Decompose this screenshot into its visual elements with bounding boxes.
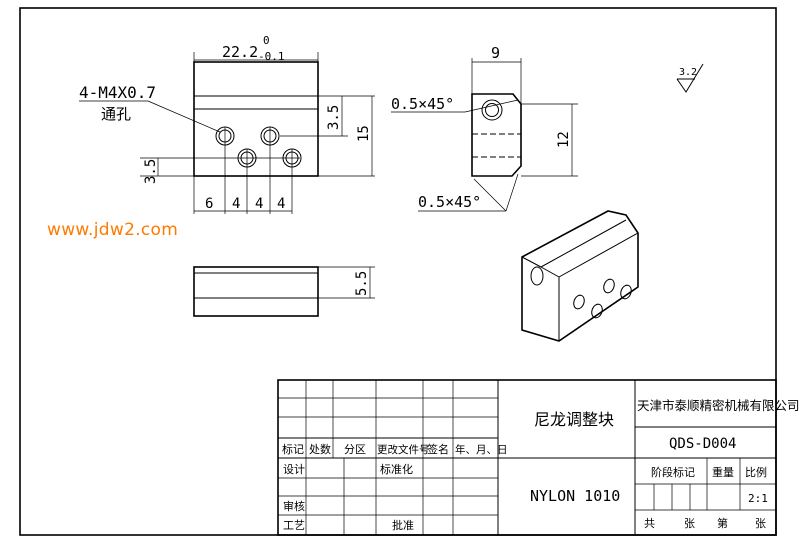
label-sheet-no: 第	[717, 516, 728, 530]
label-review: 审核	[283, 499, 305, 513]
side-view: 9 12 0.5×45° 0.5×45°	[391, 44, 578, 212]
front-view-outline	[193, 61, 319, 177]
label-approve: 批准	[392, 518, 414, 532]
dim-hole-offset: 3.5	[326, 105, 342, 130]
dim-h1: 6	[205, 196, 213, 212]
label-process: 工艺	[283, 519, 305, 532]
watermark-text: www.jdw2.com	[47, 220, 179, 240]
roughness-symbol: 3.2	[676, 63, 704, 93]
hdr-date: 年、月、日	[455, 443, 508, 456]
chamfer-bottom: 0.5×45°	[418, 193, 481, 211]
roughness-value: 3.2	[679, 67, 697, 78]
isometric-view	[521, 210, 639, 342]
dim-top: 9	[491, 44, 500, 62]
label-sheet-unit-2: 张	[755, 517, 766, 530]
material: NYLON 1010	[530, 487, 620, 505]
drawing-number: QDS-D004	[669, 436, 736, 452]
title-block: 标记 处数 分区 更改文件号 签名 年、月、日 设计 标准化 审核 工艺 批准 …	[277, 379, 800, 536]
chamfer-top: 0.5×45°	[391, 95, 454, 113]
thread-callout: 4-M4X0.7	[79, 83, 156, 102]
label-standardize: 标准化	[380, 462, 413, 476]
hdr-zone: 分区	[344, 443, 366, 456]
dim-width: 22.2	[222, 43, 258, 61]
front-view: 22.2 0 -0.1 4-M4X0.7 通孔 3.5 15 3.5 6 4 4…	[79, 34, 375, 214]
bottom-view-outline	[193, 266, 319, 317]
label-weight: 重量	[712, 465, 734, 479]
company-name: 天津市泰顺精密机械有限公司	[637, 398, 800, 413]
iso-hole-1	[573, 294, 585, 310]
dim-tol-upper: 0	[263, 34, 270, 47]
dim-side-height: 12	[556, 131, 572, 148]
label-design: 设计	[283, 463, 305, 476]
part-name: 尼龙调整块	[534, 410, 614, 429]
iso-hole-3	[591, 303, 603, 319]
side-view-outline	[471, 93, 522, 177]
label-stage-mark: 阶段标记	[651, 465, 695, 479]
hdr-doc: 更改文件号	[377, 443, 430, 456]
dim-tol-lower: -0.1	[258, 50, 285, 63]
dim-thickness: 5.5	[354, 271, 370, 296]
label-sheet-unit-1: 张	[684, 517, 695, 530]
dim-h2: 4	[232, 196, 240, 212]
scale-value: 2:1	[748, 492, 768, 505]
hdr-mark: 标记	[282, 442, 304, 456]
iso-hole-2	[603, 278, 615, 294]
label-scale: 比例	[745, 465, 767, 479]
side-hole	[481, 99, 503, 121]
label-total: 共	[644, 517, 655, 530]
dim-h4: 4	[277, 196, 285, 212]
hdr-count: 处数	[309, 443, 331, 456]
bottom-view: 5.5	[193, 266, 375, 317]
hdr-sign: 签名	[427, 442, 449, 456]
thread-note: 通孔	[101, 105, 131, 123]
dim-height: 15	[356, 125, 372, 142]
iso-side-hole	[530, 266, 544, 286]
dim-h3: 4	[255, 196, 263, 212]
iso-outline	[521, 210, 639, 342]
dim-hole-offset-left: 3.5	[143, 159, 159, 184]
iso-hole-4	[620, 284, 632, 300]
